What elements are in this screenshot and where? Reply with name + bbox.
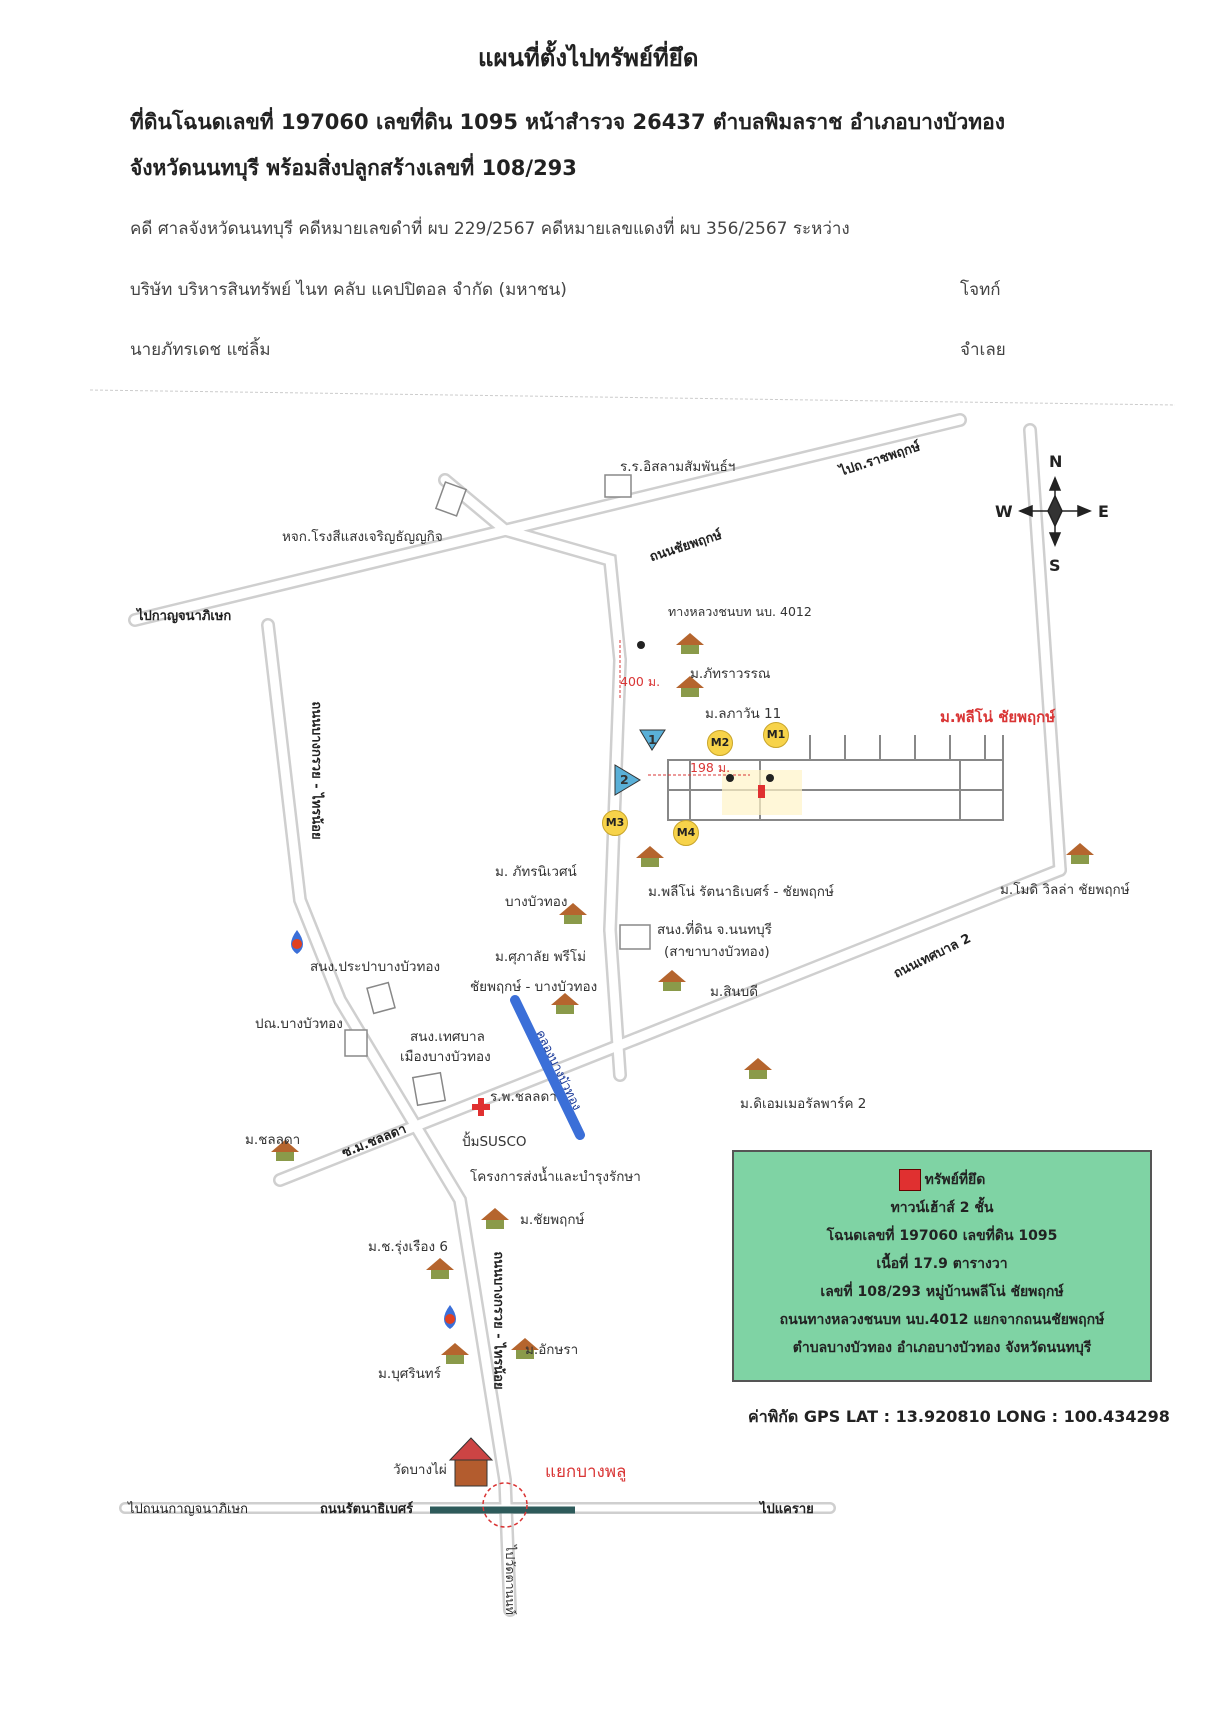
label-land-office: สนง.ที่ดิน จ.นนทบุรี (657, 922, 772, 938)
property-marker (758, 785, 765, 798)
house-icon (1066, 843, 1094, 864)
legend-deed: โฉนดเลขที่ 197060 เลขที่ดิน 1095 (826, 1228, 1058, 1244)
flag-1-label: 1 (648, 732, 657, 747)
flag-2-label: 2 (620, 772, 629, 787)
compass-e: E (1098, 502, 1109, 521)
house-icon (271, 1140, 299, 1161)
property-square-icon (898, 1169, 921, 1191)
plaintiff-name: บริษัท บริหารสินทรัพย์ ไนท คลับ แคปปิตอล… (130, 280, 567, 300)
label-pleno-big: ม.พลีโน่ ชัยพฤกษ์ (940, 708, 1056, 726)
label-rungrueang: ม.ช.รุ่งเรือง 6 (368, 1239, 448, 1255)
house-icon (636, 846, 664, 867)
temple-icon (448, 1437, 494, 1487)
flag-2-shape (614, 764, 641, 796)
label-to-kanchanaphisek: ไปกาญจนาภิเษก (137, 609, 232, 624)
house-icons (271, 633, 1094, 1364)
label-lapawan: ม.ลภาวัน 11 (705, 706, 782, 722)
compass-rose (1018, 476, 1092, 547)
page-title: แผนที่ตั้งไปทรัพย์ที่ยึด (478, 44, 699, 72)
legend-road: ถนนทางหลวงชนบท นบ.4012 แยกจากถนนชัยพฤกษ์ (779, 1312, 1105, 1328)
marker-m4: M4 (673, 820, 699, 846)
house-icon (481, 1208, 509, 1229)
label-rural-road: ทางหลวงชนบท นบ. 4012 (668, 604, 812, 619)
house-icon (511, 1338, 539, 1359)
label-phatrawan: ม.ภัทราวรรณ (690, 666, 771, 682)
label-supalai: ม.ศุภาลัย พรีโม่ (495, 949, 587, 965)
case-line: คดี ศาลจังหวัดนนทบุรี คดีหมายเลขดำที่ ผบ… (130, 219, 850, 239)
label-pleno-rattana: ม.พลีโน่ รัตนาธิเบศร์ - ชัยพฤกษ์ (648, 884, 834, 900)
parcel-line-2: จังหวัดนนทบุรี พร้อมสิ่งปลูกสร้างเลขที่ … (130, 156, 577, 180)
water-drop-icons (291, 930, 456, 1329)
label-phatranivet: ม. ภัทรนิเวศน์ (495, 864, 577, 880)
label-hospital: ร.พ.ชลลดา (490, 1089, 557, 1105)
marker-m1: M1 (763, 722, 789, 748)
label-islam-school: ร.ร.อิสลามสัมพันธ์ฯ (620, 459, 736, 475)
label-water-office: สนง.ประปาบางบัวทอง (310, 959, 441, 975)
legend-box: ทรัพย์ที่ยึด ทาวน์เฮ้าส์ 2 ชั้น โฉนดเลขท… (732, 1150, 1152, 1382)
compass-w: W (995, 502, 1013, 521)
house-icon (658, 970, 686, 991)
label-gas-station: ปั้มSUSCO (462, 1134, 527, 1150)
junction-circle (482, 1482, 528, 1528)
rural-road-point (637, 641, 645, 649)
flag-1-shape (639, 729, 666, 751)
canal-line (510, 995, 585, 1140)
compass-n: N (1049, 452, 1063, 471)
house-icon (676, 633, 704, 654)
label-land-office-2: (สาขาบางบัวทอง) (664, 944, 770, 960)
hospital-cross-icon (472, 1098, 490, 1116)
label-dist-400: 400 ม. (620, 674, 661, 689)
house-icon (744, 1058, 772, 1079)
legend-type: ทาวน์เฮ้าส์ 2 ชั้น (890, 1200, 994, 1216)
label-junction: แยกบางพลู (545, 1462, 627, 1482)
label-sinbodi: ม.สินบดี (710, 984, 758, 1000)
legend-area: เนื้อที่ 17.9 ตารางวา (876, 1256, 1008, 1272)
label-busarin: ม.บุศรินทร์ (378, 1366, 441, 1382)
house-icon (426, 1258, 454, 1279)
defendant-name: นายภัทรเดช แซ่ลิ้ม (130, 340, 271, 360)
gps-coordinates: ค่าพิกัด GPS LAT : 13.920810 LONG : 100.… (748, 1407, 1170, 1426)
label-cholada: ม.ชลลดา (245, 1132, 301, 1148)
label-dm-park: ม.ดิเอมเมอรัลพาร์ค 2 (740, 1096, 867, 1112)
house-icon (559, 903, 587, 924)
label-irrigation: โครงการส่งน้ำและบำรุงรักษา (470, 1169, 641, 1185)
label-municipal-2: เมืองบางบัวทอง (400, 1049, 491, 1065)
label-dist-198: 198 ม. (690, 760, 731, 775)
defendant-role: จำเลย (960, 340, 1006, 360)
house-icon (676, 676, 704, 697)
label-post-office: ปณ.บางบัวทอง (255, 1016, 343, 1032)
house-icon (441, 1343, 469, 1364)
label-to-krai: ไปแคราย (760, 1502, 814, 1517)
label-to-wat-tanon: ไปวัดตานนท์ (502, 1545, 518, 1615)
label-bangkruai-1: ถนนบางกรวย - ไทรน้อย (308, 701, 324, 840)
label-municipal: สนง.เทศบาล (410, 1029, 485, 1045)
label-modi-villa: ม.โมดิ วิลล่า ชัยพฤกษ์ (1000, 882, 1130, 898)
label-rattanathibet: ถนนรัตนาธิเบศร์ (320, 1502, 414, 1517)
legend-district: ตำบลบางบัวทอง อำเภอบางบัวทอง จังหวัดนนทบ… (792, 1340, 1092, 1356)
house-icon (551, 993, 579, 1014)
parcel-line-1: ที่ดินโฉนดเลขที่ 197060 เลขที่ดิน 1095 ห… (130, 110, 1005, 134)
legend-property: ทรัพย์ที่ยึด (924, 1172, 986, 1188)
building-boxes (344, 474, 651, 1107)
label-wat: วัดบางไผ่ (393, 1462, 447, 1478)
marker-m2: M2 (707, 730, 733, 756)
label-supalai-2: ชัยพฤกษ์ - บางบัวทอง (470, 979, 598, 995)
label-to-kanchanaphisek-road: ไปถนนกาญจนาภิเษก (128, 1502, 248, 1517)
separator-line (89, 389, 1176, 406)
marker-m3: M3 (602, 810, 628, 836)
label-aksara: ม.อักษรา (525, 1342, 579, 1358)
label-bangkruai-2: ถนนบางกรวย - ไทรน้อย (490, 1251, 506, 1390)
label-rongsee: หจก.โรงสีแสงเจริญธัญญกิจ (282, 529, 443, 545)
compass-s: S (1049, 556, 1061, 575)
legend-address: เลขที่ 108/293 หมู่บ้านพลีโน่ ชัยพฤกษ์ (820, 1284, 1064, 1300)
plaintiff-role: โจทก์ (960, 280, 1001, 300)
label-chaiyaphruek-village: ม.ชัยพฤกษ์ (520, 1212, 585, 1228)
label-phatranivet-2: บางบัวทอง (505, 894, 568, 910)
